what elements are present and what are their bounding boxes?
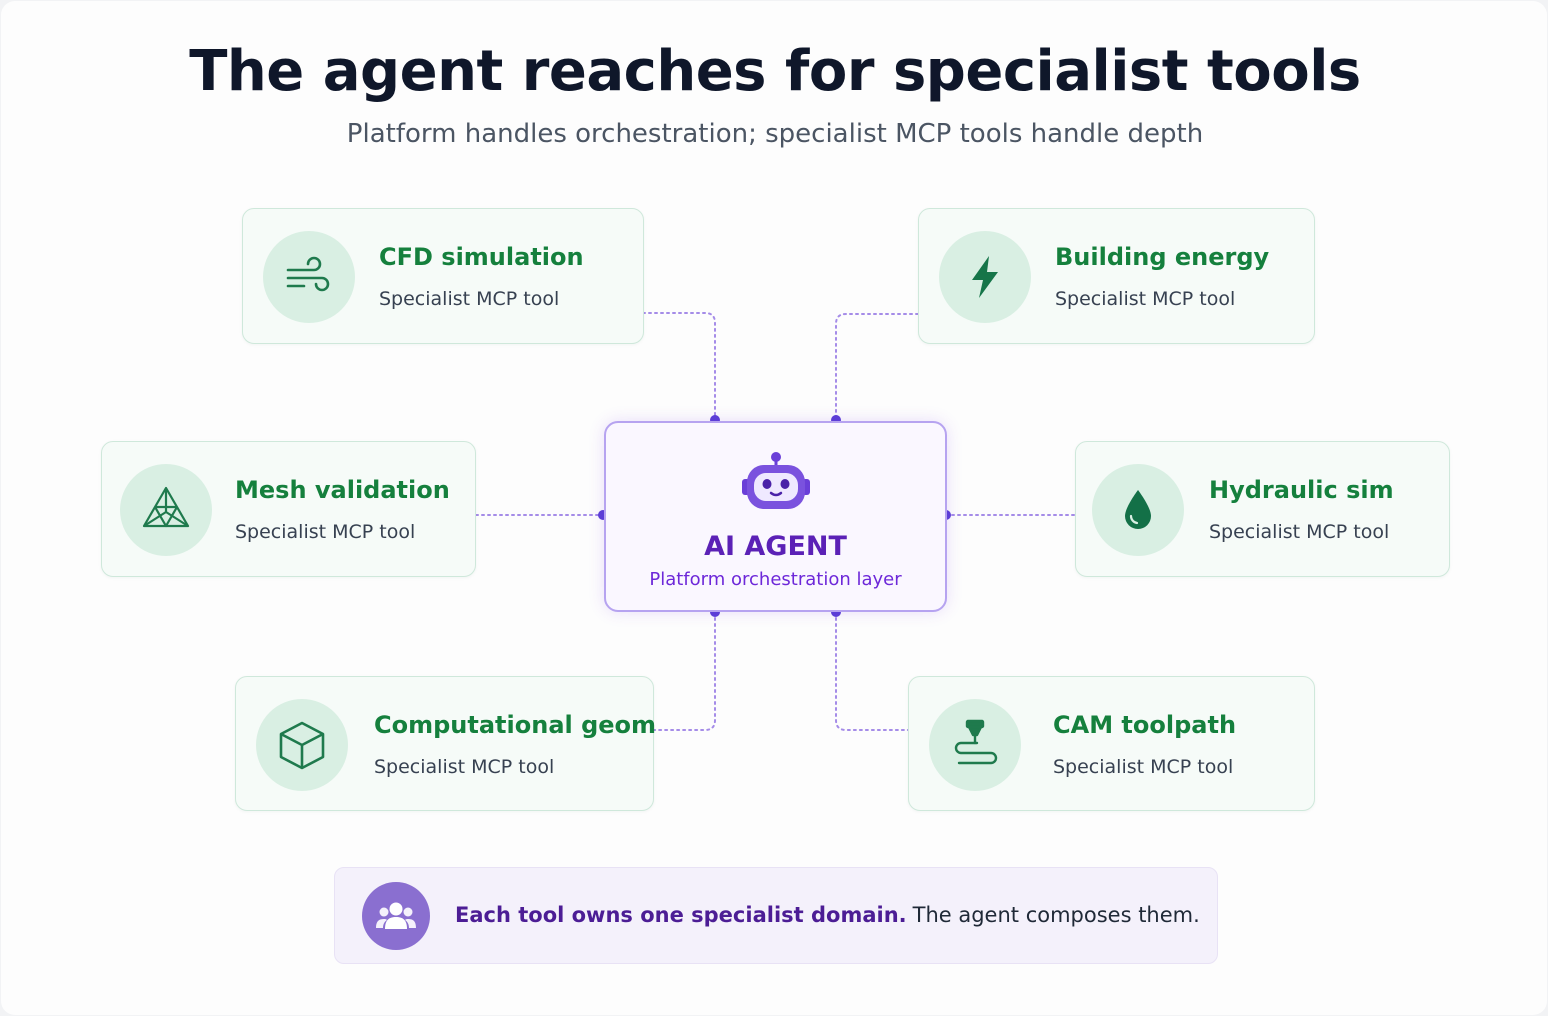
tool-card-mesh: Mesh validation Specialist MCP tool	[101, 441, 476, 577]
connector-geom	[653, 611, 716, 731]
note-icon-circle	[362, 882, 430, 950]
tool-icon-circle	[263, 231, 355, 323]
tool-subtitle: Specialist MCP tool	[235, 521, 416, 543]
water-drop-icon	[1125, 490, 1151, 529]
tool-card-hydraulic: Hydraulic sim Specialist MCP tool	[1075, 441, 1450, 577]
tool-name: Mesh validation	[235, 476, 450, 504]
tool-name: Hydraulic sim	[1209, 476, 1394, 504]
users-icon	[376, 902, 416, 929]
page-subtitle: Platform handles orchestration; speciali…	[346, 119, 1204, 149]
tool-subtitle: Specialist MCP tool	[1209, 521, 1390, 543]
wind-icon	[286, 256, 330, 292]
note-strong-text: Each tool owns one specialist domain.	[455, 903, 907, 927]
connector-cam	[835, 611, 909, 731]
tool-icon-circle	[1092, 464, 1184, 556]
ai-agent-node: AI AGENT Platform orchestration layer	[604, 421, 947, 612]
cube-icon	[279, 721, 325, 770]
tool-subtitle: Specialist MCP tool	[1053, 756, 1234, 778]
agent-subtitle: Platform orchestration layer	[649, 569, 902, 590]
tool-icon-circle	[120, 464, 212, 556]
footer-note: Each tool owns one specialist domain.The…	[334, 867, 1218, 964]
connector-cfd	[642, 312, 716, 421]
toolpath-icon	[954, 719, 998, 765]
tool-name: CAM toolpath	[1053, 711, 1237, 739]
tool-name: Computational geom	[374, 711, 657, 739]
tool-subtitle: Specialist MCP tool	[374, 756, 555, 778]
tool-name: CFD simulation	[379, 243, 584, 271]
note-text: Each tool owns one specialist domain.The…	[455, 903, 1200, 927]
tool-card-geom: Computational geom Specialist MCP tool	[235, 676, 657, 811]
tool-card-cfd: CFD simulation Specialist MCP tool	[242, 208, 644, 344]
lightning-bolt-icon	[972, 256, 998, 298]
tool-icon-circle	[256, 699, 348, 791]
tool-subtitle: Specialist MCP tool	[379, 288, 560, 310]
tool-card-building-energy: Building energy Specialist MCP tool	[918, 208, 1315, 344]
tool-card-cam: CAM toolpath Specialist MCP tool	[908, 676, 1315, 811]
tool-name: Building energy	[1055, 243, 1270, 271]
mesh-triangles-icon	[142, 486, 190, 528]
tool-subtitle: Specialist MCP tool	[1055, 288, 1236, 310]
note-rest-text: The agent composes them.	[912, 903, 1200, 927]
connector-building-energy	[835, 313, 919, 421]
page-title: The agent reaches for specialist tools	[189, 39, 1361, 104]
tool-icon-circle	[939, 231, 1031, 323]
tool-icon-circle	[929, 699, 1021, 791]
agent-title: AI AGENT	[704, 531, 847, 562]
robot-icon	[742, 452, 810, 509]
